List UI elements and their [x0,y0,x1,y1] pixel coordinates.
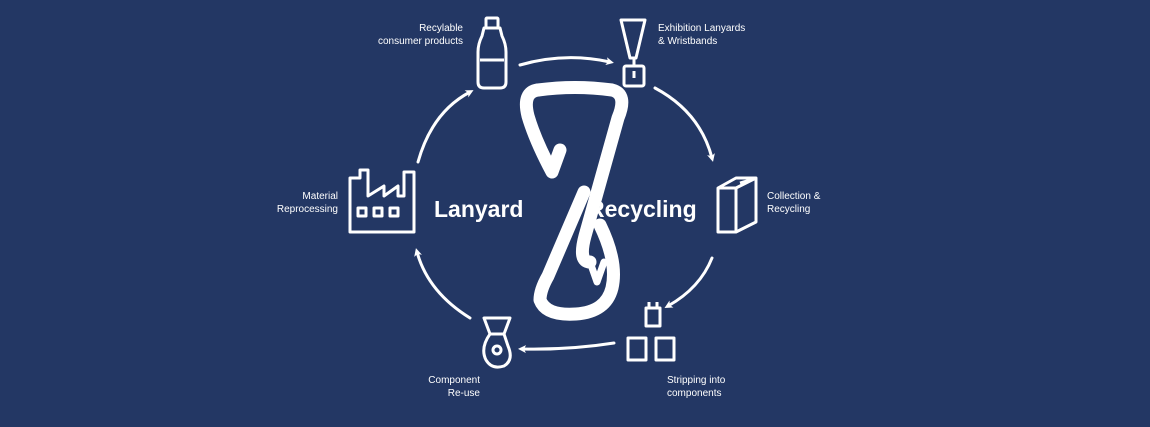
cycle-arrows [414,56,715,354]
label-line: Recylable [419,23,463,34]
label-line: Stripping into [667,375,726,386]
arrow-lanyards-to-collection [653,86,715,162]
center-word-lanyard: Lanyard [434,196,524,222]
label-exhibition-lanyards: Exhibition Lanyards & Wristbands [658,22,768,48]
label-line: components [667,388,722,399]
central-lanyard-icon [519,81,629,321]
arrow-recyclable-to-lanyards [518,56,614,67]
label-line: Recycling [767,204,811,215]
label-recyclable-products: Recylable consumer products [363,22,463,48]
component-boxes-icon [626,302,676,362]
label-line: consumer products [377,36,463,47]
bottle-icon [476,16,508,90]
arrow-reprocessing-to-recyclable [416,90,474,164]
center-word-recycling: Recycling [588,196,697,222]
lanyard-icon [619,18,647,88]
factory-icon [348,168,416,234]
label-line: Re-use [447,388,480,399]
recycling-bin-icon [716,176,758,234]
label-material-reprocessing: Material Reprocessing [258,190,338,216]
label-line: Exhibition Lanyards [658,23,746,34]
arrow-reuse-to-reprocessing [414,248,472,320]
arrow-stripping-to-reuse [518,341,616,354]
label-line: Reprocessing [276,204,338,215]
label-line: Collection & [767,191,821,202]
label-collection-recycling: Collection & Recycling [767,190,847,216]
label-component-reuse: Component Re-use [400,374,480,400]
label-line: & Wristbands [658,36,718,47]
label-line: Material [302,191,338,202]
arrow-collection-to-stripping [664,256,714,308]
label-stripping-components: Stripping into components [667,374,757,400]
lanyard-clip-icon [482,316,512,369]
label-line: Component [428,375,480,386]
